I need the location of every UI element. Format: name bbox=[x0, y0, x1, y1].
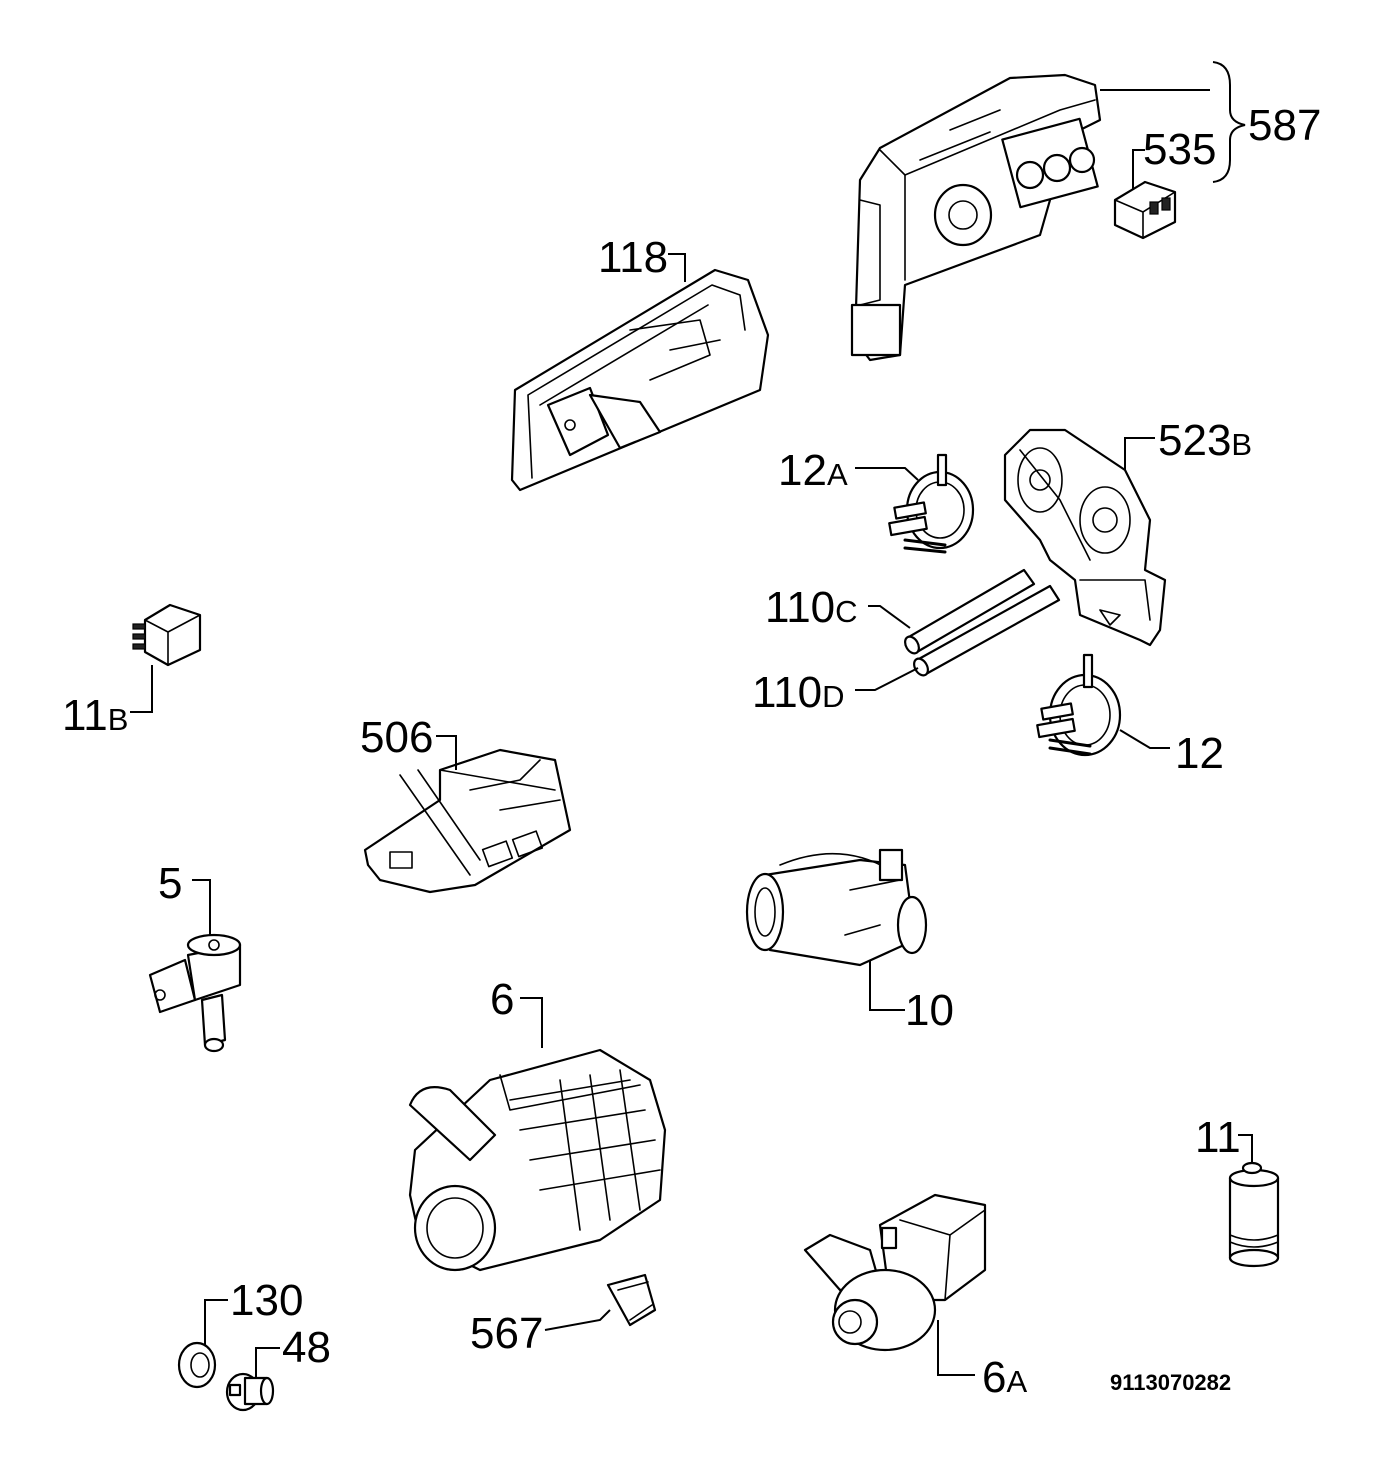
leader-523b bbox=[1124, 437, 1155, 470]
callout-110d: 110D bbox=[752, 668, 845, 717]
part-10-heater bbox=[745, 848, 928, 967]
part-110c-hose bbox=[904, 568, 1036, 655]
callout-567: 567 bbox=[470, 1309, 543, 1358]
callout-523b: 523B bbox=[1158, 416, 1252, 465]
part-118-panel bbox=[510, 268, 770, 492]
part-567-clip bbox=[606, 1273, 657, 1327]
leader-6 bbox=[520, 997, 543, 1048]
leader-6a bbox=[937, 1320, 975, 1376]
callout-6: 6 bbox=[490, 975, 514, 1024]
callout-48: 48 bbox=[282, 1323, 331, 1372]
part-48-plug bbox=[225, 1372, 275, 1412]
callout-506: 506 bbox=[360, 713, 433, 762]
leader-110c bbox=[868, 605, 911, 629]
callout-10: 10 bbox=[905, 986, 954, 1035]
leader-48 bbox=[255, 1347, 280, 1378]
callout-12a: 12A bbox=[778, 446, 848, 495]
callout-12: 12 bbox=[1175, 729, 1224, 778]
part-6a-drain-pump bbox=[803, 1193, 987, 1352]
leader-130 bbox=[204, 1299, 228, 1345]
leader-12 bbox=[1119, 729, 1170, 749]
part-506-dispenser bbox=[363, 748, 572, 894]
part-110d-hose bbox=[913, 584, 1061, 677]
callout-11: 11 bbox=[1195, 1113, 1241, 1162]
leader-535 bbox=[1132, 149, 1145, 190]
brace-587 bbox=[1212, 61, 1246, 183]
part-11b-relay bbox=[132, 603, 202, 667]
callout-118: 118 bbox=[598, 233, 668, 282]
callout-6a: 6A bbox=[982, 1353, 1027, 1402]
callout-5: 5 bbox=[158, 859, 182, 908]
part-6-pump-motor bbox=[408, 1048, 667, 1272]
callout-587: 587 bbox=[1248, 101, 1321, 150]
part-130-seal bbox=[177, 1341, 217, 1389]
callout-110c: 110C bbox=[765, 583, 858, 632]
leader-506 bbox=[436, 735, 457, 770]
document-number: 9113070282 bbox=[1110, 1370, 1231, 1395]
leader-567 bbox=[544, 1309, 611, 1331]
part-535-connector bbox=[1113, 180, 1177, 240]
leader-10 bbox=[869, 960, 905, 1011]
part-5-inlet-valve bbox=[148, 933, 242, 1053]
leader-11 bbox=[1238, 1134, 1253, 1162]
part-12-pressure-switch bbox=[1036, 653, 1122, 757]
part-523b-housing bbox=[1003, 428, 1167, 647]
leader-11b bbox=[130, 665, 153, 713]
leader-12a bbox=[855, 467, 919, 481]
leader-5 bbox=[192, 879, 211, 935]
part-11-capacitor bbox=[1228, 1161, 1280, 1268]
part-12a-pressure-switch bbox=[888, 453, 975, 554]
callout-535: 535 bbox=[1143, 125, 1216, 174]
part-587-electronic-module bbox=[850, 73, 1102, 362]
leader-118 bbox=[668, 253, 686, 282]
leader-110d bbox=[855, 667, 919, 691]
callout-130: 130 bbox=[230, 1276, 303, 1325]
callout-11b: 11B bbox=[62, 691, 128, 740]
